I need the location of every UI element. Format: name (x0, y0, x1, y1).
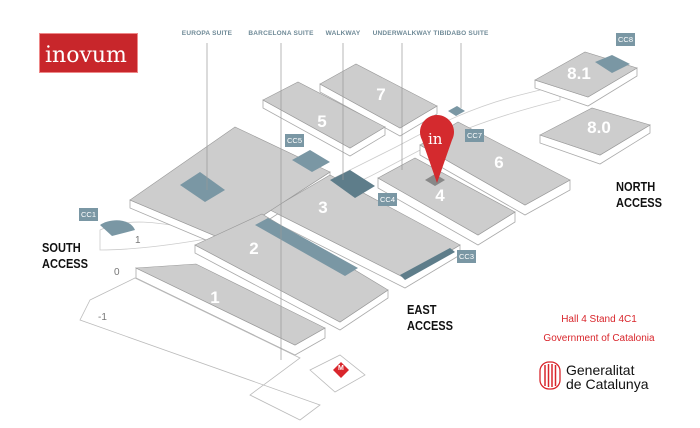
hall-8-0 (539, 107, 651, 156)
label-underwalkway: UNDERWALKWAY (372, 30, 432, 37)
north-access-line2: ACCESS (616, 195, 663, 210)
hall-1 (134, 263, 326, 346)
cc3-strip (400, 248, 455, 280)
hall-3-label: 3 (318, 198, 328, 217)
north-access-line1: NORTH (616, 179, 656, 194)
south-access-line2: ACCESS (42, 256, 89, 271)
stand-4c1 (425, 174, 445, 186)
hall-4 (377, 157, 516, 236)
cc1-badge: CC1 (79, 208, 99, 221)
inovum-logo[interactable]: inovum (39, 33, 138, 73)
level-minus1-label: -1 (98, 312, 107, 323)
cc8-badge: CC8 (616, 33, 636, 46)
metro-icon (333, 362, 349, 378)
walkway-suite-area (330, 170, 375, 198)
hall-3 (269, 174, 461, 279)
hall-8-0-label: 8.0 (587, 118, 611, 137)
pin-logo-text: in (428, 130, 443, 148)
cc4-badge: CC4 (378, 193, 398, 206)
hall-europa (129, 126, 331, 241)
organisation-info: Government of Catalonia (543, 333, 655, 344)
hall-8-1-label: 8.1 (567, 64, 591, 83)
east-access-line1: EAST (407, 302, 437, 317)
hall-5-label: 5 (317, 112, 327, 131)
cc1-area (100, 220, 135, 236)
tibidabo-suite-area (448, 106, 465, 116)
east-access-label: EAST ACCESS (407, 302, 453, 334)
hall-7 (319, 63, 438, 129)
cc8-area (595, 55, 630, 73)
hall-5 (262, 81, 386, 149)
east-access-line2: ACCESS (407, 318, 454, 333)
barcelona-suite-area (292, 150, 330, 172)
hall-4-label: 4 (435, 186, 445, 205)
hall-2-label: 2 (249, 239, 259, 258)
south-access-label: SOUTH ACCESS (42, 240, 88, 272)
hall-6-label: 6 (494, 153, 504, 172)
level-1-label: 1 (135, 235, 141, 246)
logo-text: inovum (45, 43, 127, 68)
level-0-label: 0 (114, 267, 120, 278)
label-barcelona-suite: BARCELONA SUITE (248, 30, 314, 37)
label-walkway: WALKWAY (325, 30, 361, 37)
hall-1-label: 1 (210, 288, 220, 307)
europa-suite-area (180, 172, 225, 202)
stand-info: Hall 4 Stand 4C1 (561, 314, 637, 325)
generalitat-line1: Generalitat (566, 362, 635, 378)
south-access-line1: SOUTH (42, 240, 81, 255)
hall-2 (194, 213, 389, 323)
generalitat-emblem (539, 361, 561, 390)
location-pin (420, 115, 455, 183)
cc7-badge: CC7 (465, 129, 485, 142)
hall-7-label: 7 (376, 85, 386, 104)
metro-label: M (338, 365, 344, 372)
label-tibidabo-suite: TIBIDABO SUITE (433, 30, 489, 37)
label-europa-suite: EUROPA SUITE (181, 30, 233, 37)
cc5-badge: CC5 (285, 134, 305, 147)
generalitat-line2: de Catalunya (566, 376, 649, 392)
cc3-badge: CC3 (457, 250, 477, 263)
north-access-label: NORTH ACCESS (616, 179, 662, 211)
